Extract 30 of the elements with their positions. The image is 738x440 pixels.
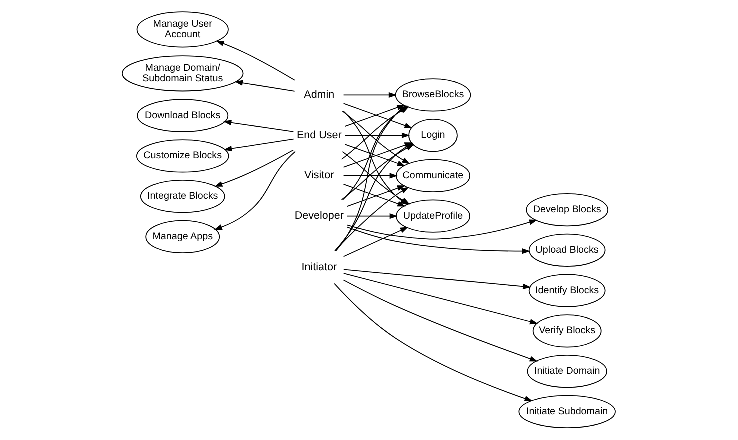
arrow xyxy=(343,173,398,179)
arrow xyxy=(343,280,538,362)
arrow xyxy=(224,120,294,132)
node-ellipse: Customize Blocks xyxy=(136,140,230,173)
node-ellipse: Upload Blocks xyxy=(528,234,606,268)
arrow xyxy=(346,226,530,254)
node-text: End User xyxy=(297,129,342,142)
arrow xyxy=(347,220,538,240)
node-text: Admin xyxy=(304,88,335,101)
arrow xyxy=(214,150,294,187)
arrow xyxy=(343,227,409,258)
arrow xyxy=(334,283,533,402)
arrow xyxy=(343,92,397,98)
arrow xyxy=(224,138,294,152)
node-text: Visitor xyxy=(304,170,334,182)
node-text: Developer xyxy=(294,210,344,222)
arrow xyxy=(214,151,296,230)
node-ellipse: Identify Blocks xyxy=(528,274,606,308)
node-text: Initiator xyxy=(302,261,338,274)
arrow xyxy=(344,132,410,138)
arrow xyxy=(343,269,532,290)
arrow xyxy=(343,273,538,325)
arrow xyxy=(234,80,296,92)
node-ellipse: Verify Blocks xyxy=(532,314,602,348)
node-ellipse: Manage Apps xyxy=(146,220,220,254)
node-ellipse: Download Blocks xyxy=(137,99,229,132)
arrow xyxy=(344,144,406,166)
arrow xyxy=(216,40,296,81)
arrow xyxy=(346,214,398,220)
node-ellipse: Login xyxy=(408,118,458,152)
